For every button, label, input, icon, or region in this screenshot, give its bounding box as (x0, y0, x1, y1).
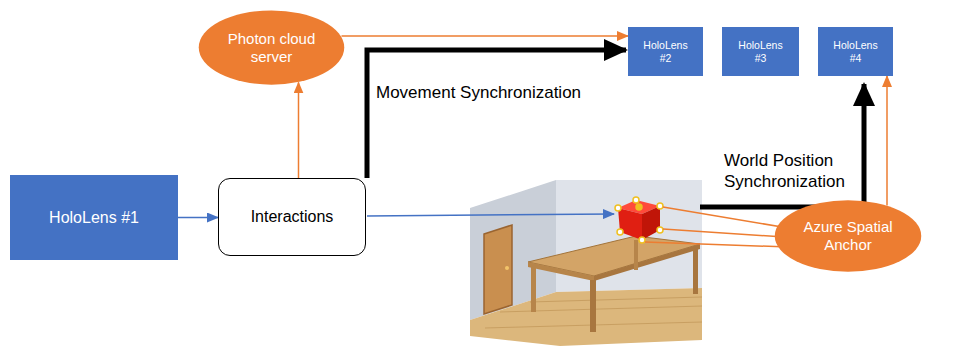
door (484, 225, 512, 314)
text-group: HoloLens #2 (641, 39, 691, 64)
text-group: HoloLens #1 (49, 208, 139, 227)
flow-arrow (178, 217, 218, 219)
node-text: HoloLens #3 (736, 39, 786, 64)
device-box: HoloLens #2 (628, 27, 703, 76)
device-box: HoloLens #4 (818, 27, 893, 76)
text-group: Azure Spatial Anchor (796, 218, 901, 254)
ellipse-fill (775, 200, 922, 271)
door-knob (505, 266, 509, 270)
text-group: HoloLens #4 (831, 39, 881, 64)
sync-arrow (886, 76, 888, 205)
edge-label: Movement Synchronization (376, 82, 581, 103)
movement-sync-arrow (367, 50, 626, 178)
node-text: HoloLens #2 (641, 39, 691, 64)
text-group: Interactions (251, 207, 334, 226)
sync-arrow (298, 82, 300, 178)
anchor-leader-lines (645, 207, 788, 247)
anchor-service-ellipse: Azure Spatial Anchor (774, 200, 922, 272)
process-box: Interactions (218, 178, 366, 256)
interaction-arrow (367, 214, 614, 216)
ellipse-fill (199, 10, 345, 84)
room (470, 180, 702, 346)
device-box: HoloLens #3 (722, 27, 799, 76)
node-text: Azure Spatial Anchor (796, 218, 901, 254)
node-text: HoloLens #4 (831, 39, 881, 64)
anchor-cube (615, 197, 663, 243)
node-text: Interactions (251, 207, 334, 226)
text-group: Photon cloud server (224, 30, 319, 66)
device-box: HoloLens #1 (10, 175, 178, 260)
table (528, 236, 700, 332)
node-text: HoloLens #1 (49, 208, 139, 227)
cloud-server-ellipse: Photon cloud server (198, 10, 345, 85)
node-text: Photon cloud server (224, 30, 319, 66)
arrow-label: World Position Synchronization (724, 150, 858, 193)
sync-arrow (342, 35, 629, 37)
world-position-arrow (700, 84, 864, 207)
text-group: HoloLens #3 (736, 39, 786, 64)
